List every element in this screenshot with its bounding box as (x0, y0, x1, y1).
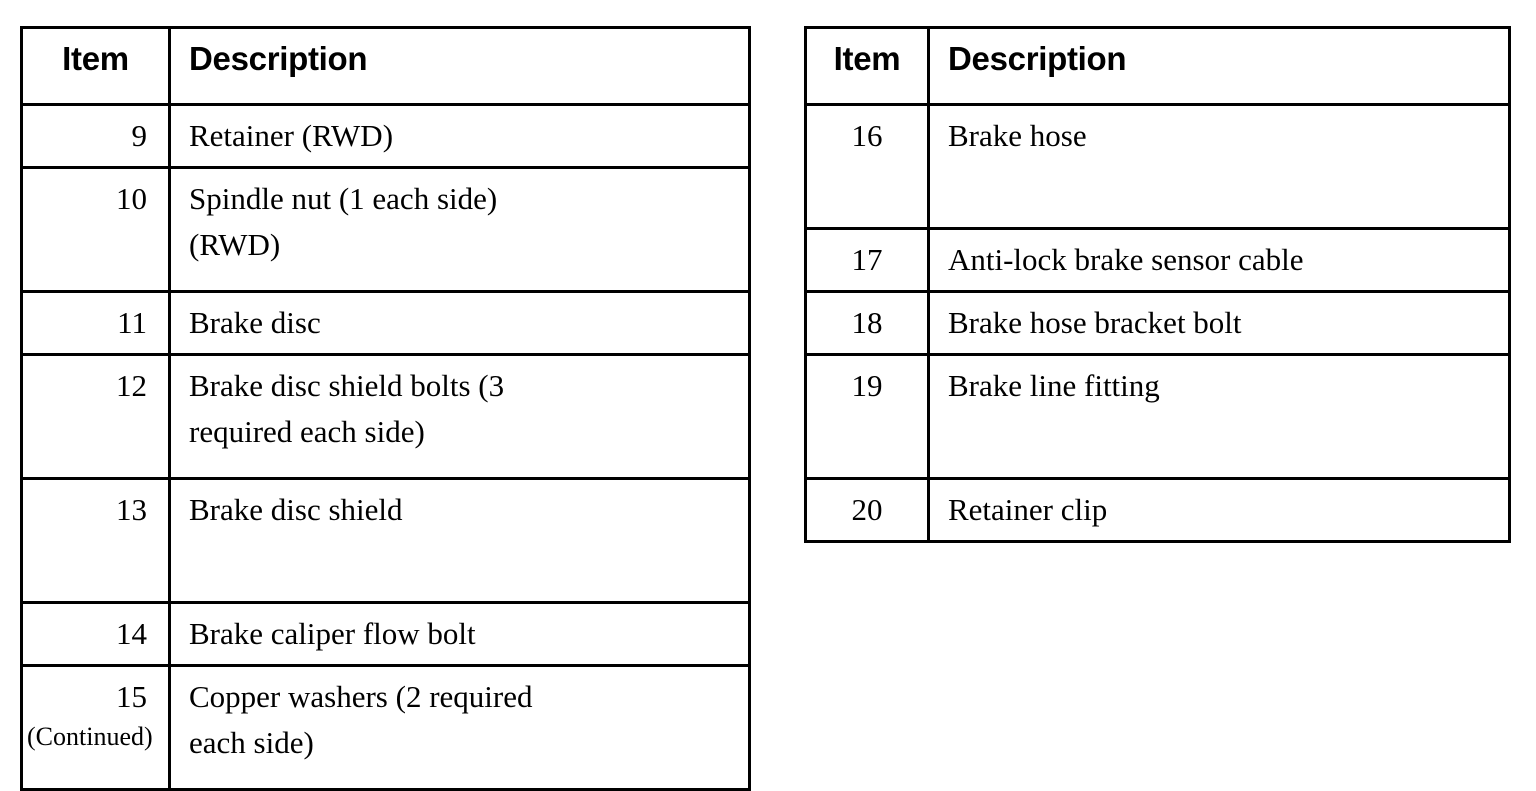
description-line: Retainer clip (948, 492, 1108, 527)
table-row: 17 Anti-lock brake sensor cable (804, 227, 1511, 293)
column-header-item: Item (20, 26, 171, 106)
description-line: (RWD) (189, 227, 281, 262)
table-row: 19 Brake line fitting (804, 353, 1511, 480)
cell-item-number: 10 (20, 166, 171, 293)
column-header-description: Description (168, 26, 751, 106)
cell-item-number: 12 (20, 353, 171, 480)
parts-table-right: Item Description 16 Brake hose 17 Anti-l… (804, 26, 1511, 543)
table-row: 10 Spindle nut (1 each side) (RWD) (20, 166, 751, 293)
cell-item-number: 20 (804, 477, 930, 543)
description-line: Brake disc (189, 305, 321, 340)
cell-description: Brake caliper flow bolt (168, 601, 751, 667)
cell-description: Brake disc shield bolts (3 required each… (168, 353, 751, 480)
description-line: Anti-lock brake sensor cable (948, 242, 1304, 277)
cell-description: Brake disc (168, 290, 751, 356)
cell-description: Brake disc shield (168, 477, 751, 604)
continued-note: (Continued) (27, 722, 153, 751)
description-line: Brake hose (948, 118, 1087, 153)
description-line: Brake line fitting (948, 368, 1160, 403)
table-row: 18 Brake hose bracket bolt (804, 290, 1511, 356)
description-line: Brake disc shield (189, 492, 403, 527)
cell-item-number: 14 (20, 601, 171, 667)
cell-description: Brake hose (927, 103, 1511, 230)
parts-table-left: Item Description 9 Retainer (RWD) 10 Spi… (20, 26, 751, 791)
table-left-header: Item Description (20, 26, 751, 106)
table-row: 12 Brake disc shield bolts (3 required e… (20, 353, 751, 480)
cell-description: Retainer (RWD) (168, 103, 751, 169)
cell-description: Spindle nut (1 each side) (RWD) (168, 166, 751, 293)
cell-item-number: 16 (804, 103, 930, 230)
cell-item-number: 17 (804, 227, 930, 293)
cell-item-number: 13 (20, 477, 171, 604)
description-line: Copper washers (2 required (189, 679, 533, 714)
table-row: 11 Brake disc (20, 290, 751, 356)
table-row: 20 Retainer clip (804, 477, 1511, 543)
cell-description: Retainer clip (927, 477, 1511, 543)
column-header-item: Item (804, 26, 930, 106)
table-row: 13 Brake disc shield (20, 477, 751, 604)
cell-description: Copper washers (2 required each side) (168, 664, 751, 791)
table-right-header: Item Description (804, 26, 1511, 106)
description-line: Retainer (RWD) (189, 118, 394, 153)
cell-item-number: 11 (20, 290, 171, 356)
description-line: each side) (189, 725, 314, 760)
column-header-description: Description (927, 26, 1511, 106)
cell-description: Brake hose bracket bolt (927, 290, 1511, 356)
table-left-body: 9 Retainer (RWD) 10 Spindle nut (1 each … (20, 103, 751, 791)
description-line: Brake disc shield bolts (3 (189, 368, 505, 403)
description-line: required each side) (189, 414, 425, 449)
table-row: 14 Brake caliper flow bolt (20, 601, 751, 667)
table-row: 9 Retainer (RWD) (20, 103, 751, 169)
description-line: Spindle nut (1 each side) (189, 181, 498, 216)
table-row: 16 Brake hose (804, 103, 1511, 230)
header-row: Item Description (804, 26, 1511, 106)
description-line: Brake hose bracket bolt (948, 305, 1242, 340)
cell-item-number: 9 (20, 103, 171, 169)
header-row: Item Description (20, 26, 751, 106)
cell-description: Anti-lock brake sensor cable (927, 227, 1511, 293)
cell-item-number: 19 (804, 353, 930, 480)
cell-description: Brake line fitting (927, 353, 1511, 480)
cell-item-number: 18 (804, 290, 930, 356)
table-right-body: 16 Brake hose 17 Anti-lock brake sensor … (804, 103, 1511, 543)
description-line: Brake caliper flow bolt (189, 616, 476, 651)
